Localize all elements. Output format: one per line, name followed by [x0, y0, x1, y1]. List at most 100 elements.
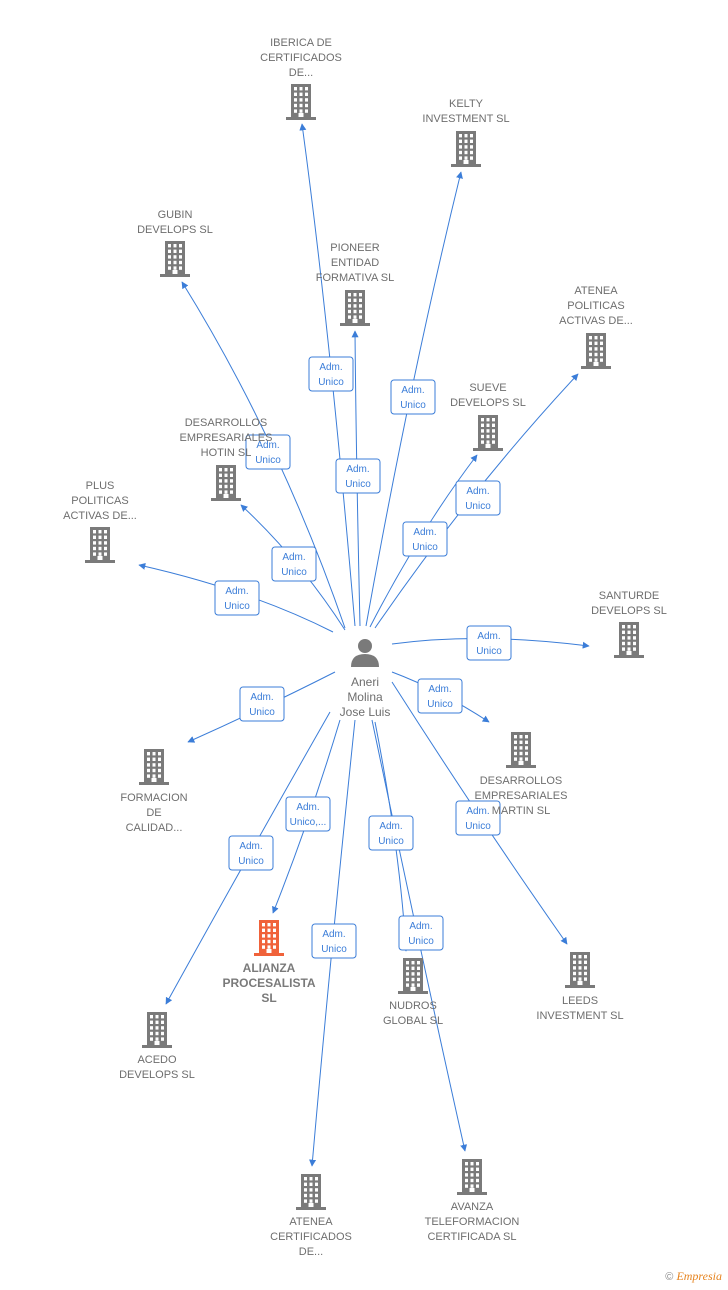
company-label: IBERICA DE	[270, 37, 332, 49]
role-badge-text: Unico	[255, 455, 281, 466]
role-badge-text: Adm.	[428, 684, 451, 695]
company-label: PROCESALISTA	[222, 976, 315, 990]
company-label: SUEVE	[469, 382, 506, 394]
role-badge-text: Unico	[224, 601, 250, 612]
footer-brand: © Empresia	[665, 1269, 722, 1284]
building-icon	[139, 749, 169, 785]
role-badge-formacion[interactable]: Adm.Unico	[239, 686, 285, 722]
role-badge-text: Adm.	[466, 486, 489, 497]
role-badge-martin[interactable]: Adm.Unico	[417, 678, 463, 714]
company-label: ACTIVAS DE...	[559, 315, 633, 327]
role-badge-plus[interactable]: Adm.Unico	[214, 580, 260, 616]
role-badge-acedo[interactable]: Adm.Unico	[228, 835, 274, 871]
company-label: INVESTMENT SL	[536, 1010, 623, 1022]
company-label: FORMACION	[120, 792, 187, 804]
company-label: DESARROLLOS	[480, 775, 563, 787]
role-badge-box	[239, 686, 285, 722]
role-badge-text: Adm.	[239, 841, 262, 852]
role-badge-leeds[interactable]: Adm.Unico	[455, 800, 501, 836]
person-icon	[351, 639, 379, 667]
role-badge-text: Unico	[249, 707, 275, 718]
building-icon	[473, 415, 503, 451]
role-badge-text: Adm.	[346, 464, 369, 475]
building-icon	[581, 333, 611, 369]
role-badge-box	[335, 458, 381, 494]
company-label: SANTURDE	[599, 590, 660, 602]
role-badge-alianza[interactable]: Adm.Unico,...	[285, 796, 331, 832]
company-node-sueve[interactable]: SUEVE DEVELOPS SL	[450, 382, 526, 451]
role-badge-text: Unico,...	[290, 817, 327, 828]
company-label: FORMATIVA SL	[316, 272, 394, 284]
building-icon	[340, 290, 370, 326]
company-node-atenea-certificados[interactable]: ATENEACERTIFICADOSDE...	[270, 1174, 352, 1258]
role-badge-text: Adm.	[477, 631, 500, 642]
role-badge-pioneer[interactable]: Adm. Unico	[335, 458, 381, 494]
company-label: INVESTMENT SL	[422, 113, 509, 125]
role-badge-text: Adm.	[282, 552, 305, 563]
person-label: Jose Luis	[340, 705, 391, 719]
company-label: CALIDAD...	[126, 822, 183, 834]
role-badge-box	[455, 800, 501, 836]
role-badge-gubin[interactable]: Adm. Unico	[245, 434, 291, 470]
building-icon	[457, 1159, 487, 1195]
building-icon	[451, 131, 481, 167]
company-label: NUDROS	[389, 1000, 437, 1012]
company-label: ACTIVAS DE...	[63, 510, 137, 522]
role-badge-nudros[interactable]: Adm.Unico	[368, 815, 414, 851]
role-badge-text: Adm.	[256, 440, 279, 451]
company-label: AVANZA	[451, 1201, 494, 1213]
role-badge-kelty[interactable]: Adm.Unico	[390, 379, 436, 415]
role-badge-avanza[interactable]: Adm.Unico	[398, 915, 444, 951]
company-label: GUBIN	[158, 209, 193, 221]
role-badge-text: Adm.	[319, 362, 342, 373]
role-badge-iberica[interactable]: Adm.Unico	[308, 356, 354, 392]
company-label: CERTIFICADOS	[270, 1231, 352, 1243]
role-badge-hotin[interactable]: Adm.Unico	[271, 546, 317, 582]
role-badge-text: Unico	[378, 836, 404, 847]
role-badge-box	[228, 835, 274, 871]
company-label: CERTIFICADA SL	[427, 1231, 516, 1243]
building-icon	[211, 465, 241, 501]
role-badge-text: Unico	[321, 944, 347, 955]
role-badge-santurde[interactable]: Adm.Unico	[466, 625, 512, 661]
empresia-logo: Empresia	[676, 1269, 722, 1283]
role-badge-atenea-politicas[interactable]: Adm.Unico	[455, 480, 501, 516]
role-badge-text: Unico	[465, 821, 491, 832]
company-node-iberica[interactable]: IBERICA DECERTIFICADOSDE...	[260, 37, 342, 120]
role-badge-atenea-certificados[interactable]: Adm.Unico	[311, 923, 357, 959]
person-label: Molina	[347, 690, 383, 704]
company-label: SL	[261, 991, 276, 1005]
company-label: GLOBAL SL	[383, 1015, 443, 1027]
building-icon	[398, 958, 428, 994]
company-label: EMPRESARIALES	[475, 790, 568, 802]
nodes-layer: IBERICA DECERTIFICADOSDE...KELTYINVESTME…	[63, 37, 667, 1258]
building-icon	[286, 84, 316, 120]
role-badge-box	[398, 915, 444, 951]
role-badge-sueve[interactable]: Adm.Unico	[402, 521, 448, 557]
company-label: CERTIFICADOS	[260, 52, 342, 64]
company-node-nudros[interactable]: NUDROS GLOBAL SL	[383, 958, 443, 1027]
company-label: DEVELOPS SL	[450, 397, 526, 409]
role-badge-box	[285, 796, 331, 832]
badges-layer: Adm.UnicoAdm.UnicoAdm.UnicoAdm.UnicoAdm.…	[214, 356, 512, 959]
role-badge-text: Unico	[345, 479, 371, 490]
company-node-formacion[interactable]: FORMACIONDECALIDAD...	[120, 749, 188, 834]
company-label: PLUS	[86, 480, 115, 492]
building-icon	[254, 920, 284, 956]
company-label: DEVELOPS SL	[119, 1069, 195, 1081]
copyright-symbol: ©	[665, 1271, 674, 1283]
role-badge-text: Adm.	[401, 385, 424, 396]
